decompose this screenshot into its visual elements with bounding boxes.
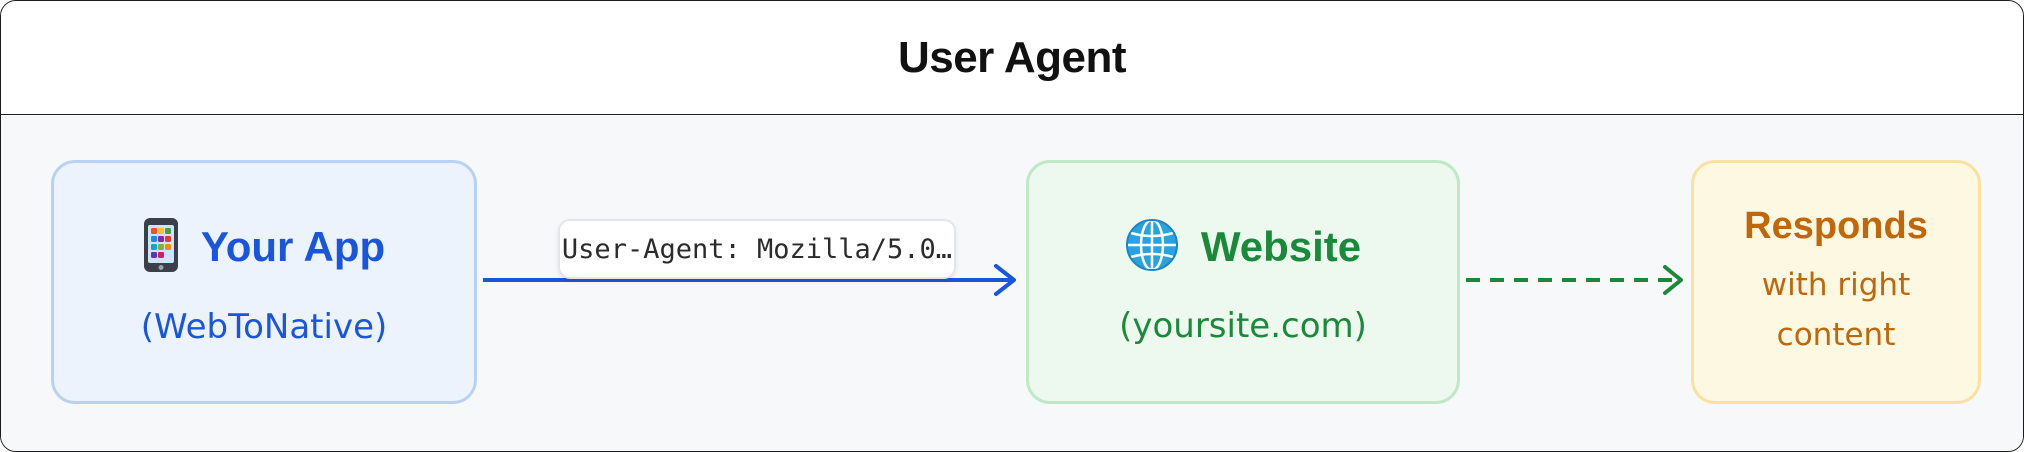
- connector-layer: [483, 264, 1683, 296]
- node-your-app-title-row: Your App: [143, 217, 385, 277]
- node-your-app-subtitle: (WebToNative): [140, 307, 388, 347]
- page-title: User Agent: [897, 32, 1127, 82]
- node-responds-title: Responds: [1744, 204, 1928, 247]
- node-website-title-row: Website: [1125, 218, 1361, 276]
- node-website-title: Website: [1200, 223, 1362, 270]
- node-website: Website (yoursite.com): [1026, 160, 1460, 404]
- header-bar: User Agent: [1, 1, 2023, 115]
- node-responds: Responds with right content: [1691, 160, 1981, 404]
- response-arrow-head: [1663, 265, 1683, 295]
- globe-icon: [1125, 218, 1179, 276]
- mobile-phone-icon: [143, 217, 179, 277]
- node-your-app-title: Your App: [200, 223, 386, 270]
- node-responds-subtitle: with right content: [1761, 266, 1911, 353]
- node-your-app: Your App (WebToNative): [51, 160, 477, 404]
- node-website-subtitle: (yoursite.com): [1119, 306, 1367, 346]
- user-agent-label: User-Agent: Mozilla/5.0…: [558, 219, 956, 279]
- request-arrow-head: [994, 264, 1016, 296]
- diagram-canvas: User-Agent: Mozilla/5.0…: [1, 116, 2023, 451]
